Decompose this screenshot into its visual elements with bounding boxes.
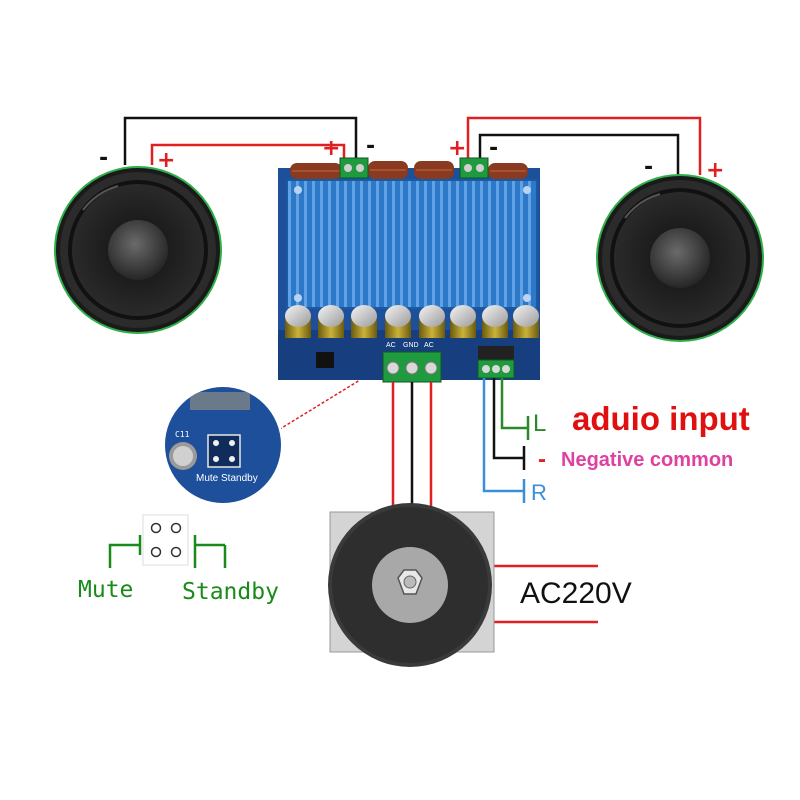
audio-l-wire — [500, 378, 530, 440]
audio-common-wire — [492, 378, 526, 470]
board-left-minus-label: - — [366, 134, 376, 159]
board-left-plus-label: + — [322, 136, 341, 161]
board-right-plus-label: + — [448, 136, 467, 161]
input-l-label: L — [533, 410, 547, 437]
amplifier-board — [278, 157, 540, 383]
toroidal-transformer — [328, 503, 495, 667]
input-common-sign-label: - — [538, 446, 546, 473]
mute-label: Mute — [78, 577, 134, 603]
zoom-pointer-line — [261, 379, 361, 441]
mains-voltage-label: AC220V — [520, 577, 632, 610]
right-speaker — [596, 174, 764, 342]
audio-r-wire — [482, 378, 526, 503]
right-speaker-minus-label: - — [644, 155, 654, 180]
right-speaker-plus-label: + — [706, 158, 725, 183]
input-r-label: R — [531, 480, 547, 505]
board-right-minus-label: - — [489, 136, 499, 161]
capacitor-row — [285, 305, 539, 338]
right-speaker-positive-wire — [466, 116, 702, 175]
board-terminal-ac1-label: AC — [386, 342, 396, 349]
standby-label: Standby — [182, 579, 279, 605]
left-speaker-negative-wire — [123, 116, 358, 165]
board-terminal-ac2-label: AC — [424, 342, 434, 349]
left-speaker-plus-label: + — [157, 148, 176, 173]
left-speaker-minus-label: - — [99, 146, 109, 171]
negative-common-label: Negative common — [561, 449, 734, 471]
mute-standby-switch-symbol — [108, 514, 227, 568]
zoom-inset-caption: Mute Standby — [196, 473, 258, 484]
zoom-inset — [162, 384, 284, 506]
board-terminal-gnd-label: GND — [403, 342, 419, 349]
left-speaker — [54, 166, 222, 334]
right-speaker-negative-wire — [478, 133, 680, 180]
zoom-inset-ref-label: C11 — [175, 430, 190, 439]
left-speaker-positive-wire — [150, 143, 346, 165]
audio-input-title: aduio input — [572, 400, 750, 437]
